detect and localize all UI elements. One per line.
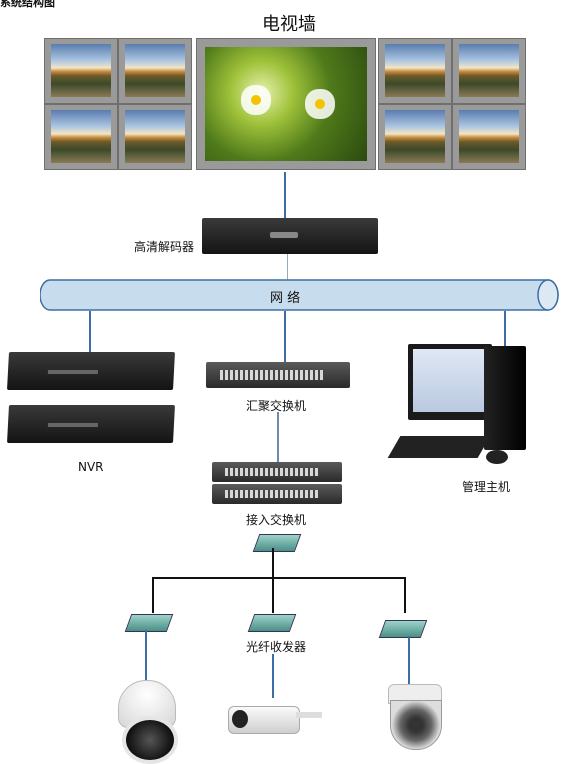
link-fiber-ptz xyxy=(145,630,147,682)
tree-trunk xyxy=(272,548,274,578)
hd-decoder-device xyxy=(202,218,378,254)
wall-monitor xyxy=(44,104,118,170)
nvr-device xyxy=(7,405,175,443)
wall-monitor-large xyxy=(196,38,376,170)
network-pipe xyxy=(40,279,559,311)
fiber-transceiver xyxy=(252,534,302,552)
access-switch-device xyxy=(212,484,342,504)
link-wall-decoder xyxy=(284,172,286,218)
tree-bar xyxy=(152,577,406,579)
fiber-transceiver xyxy=(378,620,428,638)
wall-monitor xyxy=(452,104,526,170)
access-switch-label: 接入交换机 xyxy=(246,513,307,527)
hd-decoder-label: 高清解码器 xyxy=(134,240,195,254)
fiber-transceiver xyxy=(247,614,297,632)
link-core-access xyxy=(277,412,279,462)
wall-monitor xyxy=(378,104,452,170)
fiber-transceiver xyxy=(124,614,174,632)
host-keyboard xyxy=(387,436,491,458)
link-network-nvr xyxy=(89,311,91,353)
nvr-label: NVR xyxy=(78,460,104,474)
wall-monitor xyxy=(118,104,192,170)
link-decoder-network xyxy=(287,254,288,280)
tree-branch-left xyxy=(152,577,154,613)
fiber-label: 光纤收发器 xyxy=(246,640,307,654)
top-left-caption: 系统结构图 xyxy=(0,0,55,9)
network-label: 网 络 xyxy=(270,291,301,306)
link-network-core-switch xyxy=(284,311,286,363)
link-fiber-bullet xyxy=(272,654,274,698)
link-fiber-dome xyxy=(408,636,410,686)
core-switch-label: 汇聚交换机 xyxy=(246,399,307,413)
host-label: 管理主机 xyxy=(462,480,511,494)
host-mouse xyxy=(486,450,508,464)
core-switch-device xyxy=(206,362,350,388)
nvr-device xyxy=(7,352,175,390)
wall-monitor xyxy=(378,38,452,104)
tree-branch-right xyxy=(404,577,406,613)
tv-wall-title: 电视墙 xyxy=(262,14,316,35)
host-monitor xyxy=(408,344,492,420)
access-switch-device xyxy=(212,462,342,482)
link-network-host xyxy=(504,311,506,353)
host-tower xyxy=(484,346,526,450)
wall-monitor xyxy=(452,38,526,104)
tree-branch-center xyxy=(272,577,274,613)
wall-monitor xyxy=(44,38,118,104)
wall-monitor xyxy=(118,38,192,104)
